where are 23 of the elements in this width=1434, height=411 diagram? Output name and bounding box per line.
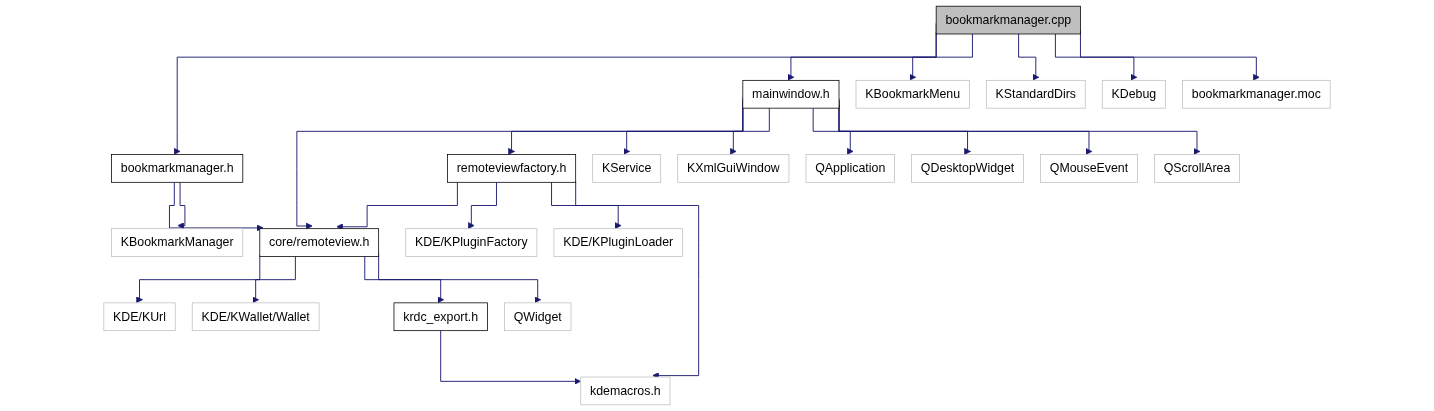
node-box: KBookmarkManager bbox=[111, 228, 244, 257]
node-box: bookmarkmanager.cpp bbox=[935, 5, 1081, 35]
node-box: KDE/KWallet/Wallet bbox=[191, 302, 320, 332]
node-box: krdc_export.h bbox=[393, 302, 488, 332]
node-box: KDE/KUrl bbox=[103, 302, 176, 332]
node-box: QApplication bbox=[805, 154, 895, 183]
node-box: core/remoteview.h bbox=[259, 228, 380, 257]
node-box: KStandardDirs bbox=[985, 79, 1086, 109]
node-box: KDebug bbox=[1101, 79, 1166, 109]
node-box: KDE/KPluginFactory bbox=[405, 228, 538, 257]
node-box: KXmlGuiWindow bbox=[677, 154, 790, 183]
node-box: kdemacros.h bbox=[580, 376, 671, 406]
node-box: QWidget bbox=[504, 302, 572, 332]
node-box: remoteviewfactory.h bbox=[447, 154, 577, 183]
node-box: KBookmarkMenu bbox=[855, 79, 970, 109]
node-box: QDesktopWidget bbox=[911, 154, 1024, 183]
node-box: QMouseEvent bbox=[1040, 154, 1138, 183]
node-box: mainwindow.h bbox=[742, 79, 840, 109]
node-box: KService bbox=[592, 154, 662, 183]
node-box: bookmarkmanager.h bbox=[111, 154, 244, 183]
node-box: QScrollArea bbox=[1154, 154, 1240, 183]
node-box: bookmarkmanager.moc bbox=[1182, 79, 1331, 109]
node-box: KDE/KPluginLoader bbox=[553, 228, 683, 257]
